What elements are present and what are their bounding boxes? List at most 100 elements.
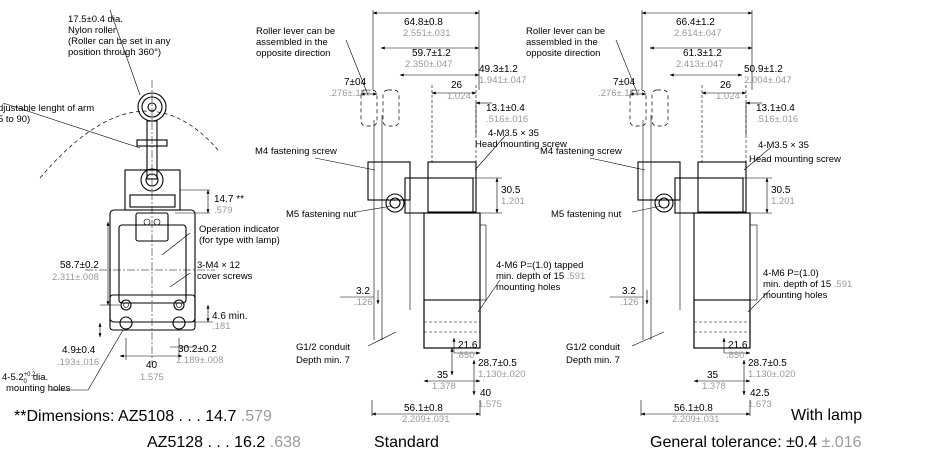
dim-58-7-inch: 2.311±.008 (52, 272, 99, 283)
dim-14-7: 14.7 ** (214, 194, 244, 205)
std-g12-line-1: G1/2 conduit (296, 342, 350, 353)
std-dim-21-6: 21.6 (458, 340, 478, 351)
lamp-dim-3-2: 3.2 (622, 286, 636, 297)
std-lever-line-1: Roller lever can be (256, 26, 335, 37)
dim-4-6-inch: .181 (212, 321, 231, 332)
standard-view: Roller lever can be assembled in the opp… (255, 10, 585, 425)
lamp-g12-line-2: Depth min. 7 (566, 355, 620, 366)
dimensions-az5128: AZ5128 . . . 16.2 (147, 434, 265, 451)
indicator-label-line-2: (for type with lamp) (199, 235, 280, 246)
tolerance-mm: General tolerance: ±0.4 (650, 434, 817, 451)
lamp-dim-26-inch: 1.024 (716, 91, 740, 102)
dimensions-az5128-inch: .638 (270, 434, 301, 451)
lamp-dim-61-3-inch: 2.413±.047 (676, 59, 723, 70)
dim-14-7-inch: .579 (214, 205, 233, 216)
standard-caption: Standard (374, 434, 439, 451)
std-m6-line-2: min. depth of 15 .591 (496, 271, 585, 282)
roller-label-line-4: position through 360°) (68, 47, 161, 58)
tolerance-inch: ±.016 (822, 434, 862, 451)
std-head-screw: Head mounting screw (475, 139, 567, 150)
arm-label-line-2: 5 to 90) (0, 114, 30, 125)
lamp-m4-screw: M4 fastening screw (540, 146, 622, 157)
std-m6-depth-inch: .591 (567, 271, 586, 282)
lamp-m6-line-3: mounting holes (763, 290, 828, 301)
std-dim-3-2-inch: .126 (354, 297, 373, 308)
lamp-dim-61-3: 61.3±1.2 (683, 48, 722, 59)
std-dim-13-1: 13.1±0.4 (486, 103, 525, 114)
lamp-dim-56-1-inch: 2.209±.031 (672, 414, 719, 425)
holes-tol-lower: 0 (24, 379, 28, 385)
std-m4-screw: M4 fastening screw (255, 146, 337, 157)
dim-4-9: 4.9±0.4 (62, 345, 96, 356)
dim-4-6: 4.6 min. (212, 311, 248, 322)
arm-label-line-1: djustable lenght of arm (0, 103, 94, 114)
holes-label-line-2: mounting holes (6, 383, 71, 394)
std-dim-35: 35 (437, 370, 449, 381)
dim-30-2-inch: 1.189±.008 (176, 355, 223, 366)
std-dim-49-3-inch: 1.941±.047 (479, 75, 526, 86)
lamp-dim-7-inch: .276±.157 (598, 88, 640, 99)
lamp-dim-35: 35 (707, 370, 719, 381)
std-dim-13-1-inch: .516±.016 (486, 114, 528, 125)
lamp-m5-nut: M5 fastening nut (551, 209, 622, 220)
std-dim-64-8-inch: 2.551±.031 (403, 28, 450, 39)
lamp-dim-28-7-inch: 1.130±.020 (748, 369, 795, 380)
holes-count: 4-5.2 (2, 372, 24, 383)
dim-58-7: 58.7±0.2 (60, 260, 99, 271)
lamp-m6-line-2: min. depth of 15 .591 (763, 279, 852, 290)
holes-dia: dia. (33, 372, 48, 383)
lamp-dim-35-inch: 1.378 (702, 381, 726, 392)
dimensions-note-line-1: **Dimensions: AZ5108 . . . 14.7 .579 (14, 408, 272, 425)
roller-label-line-1: 17.5±0.4 dia. (68, 14, 123, 25)
lamp-lever-line-2: assembled in the (526, 37, 598, 48)
std-dim-28-7: 28.7±0.5 (478, 358, 517, 369)
std-dim-7-inch: .276±.157 (329, 88, 371, 99)
with-lamp-caption: With lamp (791, 407, 862, 424)
std-m3-5-screws: 4-M3.5 × 35 (488, 128, 539, 139)
lamp-dim-42-5-inch: 1.673 (748, 399, 772, 410)
std-m6-line-1: 4-M6 P=(1.0) tapped (496, 260, 583, 271)
lamp-dim-13-1-inch: .516±.016 (756, 114, 798, 125)
dimensions-az5108: **Dimensions: AZ5108 . . . 14.7 (14, 408, 236, 425)
lamp-lever-line-3: opposite direction (526, 48, 600, 59)
std-lever-line-3: opposite direction (256, 48, 330, 59)
std-m6-line-3: mounting holes (496, 282, 561, 293)
lamp-g12-line-1: G1/2 conduit (566, 342, 620, 353)
lamp-lever-line-1: Roller lever can be (526, 26, 605, 37)
general-tolerance: General tolerance: ±0.4 ±.016 (650, 434, 862, 451)
lamp-m6-line-1: 4-M6 P=(1.0) (763, 268, 819, 279)
lamp-m3-5-screws: 4-M3.5 × 35 (758, 140, 809, 151)
std-dim-30-5: 30.5 (501, 185, 521, 196)
lamp-dim-56-1: 56.1±0.8 (674, 403, 713, 414)
dim-40-inch: 1.575 (140, 372, 164, 383)
std-dim-28-7-inch: 1.130±.020 (478, 369, 525, 380)
std-m6-depth: min. depth of 15 (496, 271, 564, 282)
std-dim-40: 40 (480, 388, 492, 399)
roller-label-line-2: Nylon roller (68, 25, 116, 36)
lamp-dim-66-4: 66.4±1.2 (676, 17, 715, 28)
std-dim-26: 26 (451, 80, 463, 91)
std-dim-64-8: 64.8±0.8 (404, 17, 443, 28)
lamp-dim-13-1: 13.1±0.4 (756, 103, 795, 114)
std-dim-21-6-inch: .850 (456, 350, 475, 361)
cover-screws-line-2: cover screws (197, 271, 253, 282)
footer: **Dimensions: AZ5108 . . . 14.7 .579 AZ5… (14, 407, 862, 451)
std-dim-56-1-inch: 2.209±.031 (402, 414, 449, 425)
cover-screws-line-1: 3-M4 × 12 (197, 260, 240, 271)
indicator-label-line-1: Operation indicator (199, 224, 279, 235)
front-view: 17.5±0.4 dia. Nylon roller (Roller can b… (0, 9, 280, 394)
std-dim-3-2: 3.2 (356, 286, 370, 297)
std-dim-7: 7±04 (344, 77, 367, 88)
holes-tol-upper: +0.2 (24, 372, 37, 378)
dim-14-7-note: ** (236, 194, 244, 205)
dim-40: 40 (146, 360, 158, 371)
std-lever-line-2: assembled in the (256, 37, 328, 48)
lamp-dim-50-9-inch: 2.004±.047 (744, 75, 791, 86)
std-m5-nut: M5 fastening nut (286, 209, 357, 220)
lamp-m6-depth-inch: .591 (834, 279, 853, 290)
std-dim-35-inch: 1.378 (432, 381, 456, 392)
lamp-dim-30-5-inch: 1.201 (771, 196, 795, 207)
std-dim-30-5-inch: 1.201 (501, 196, 525, 207)
lamp-dim-42-5: 42.5 (750, 388, 770, 399)
